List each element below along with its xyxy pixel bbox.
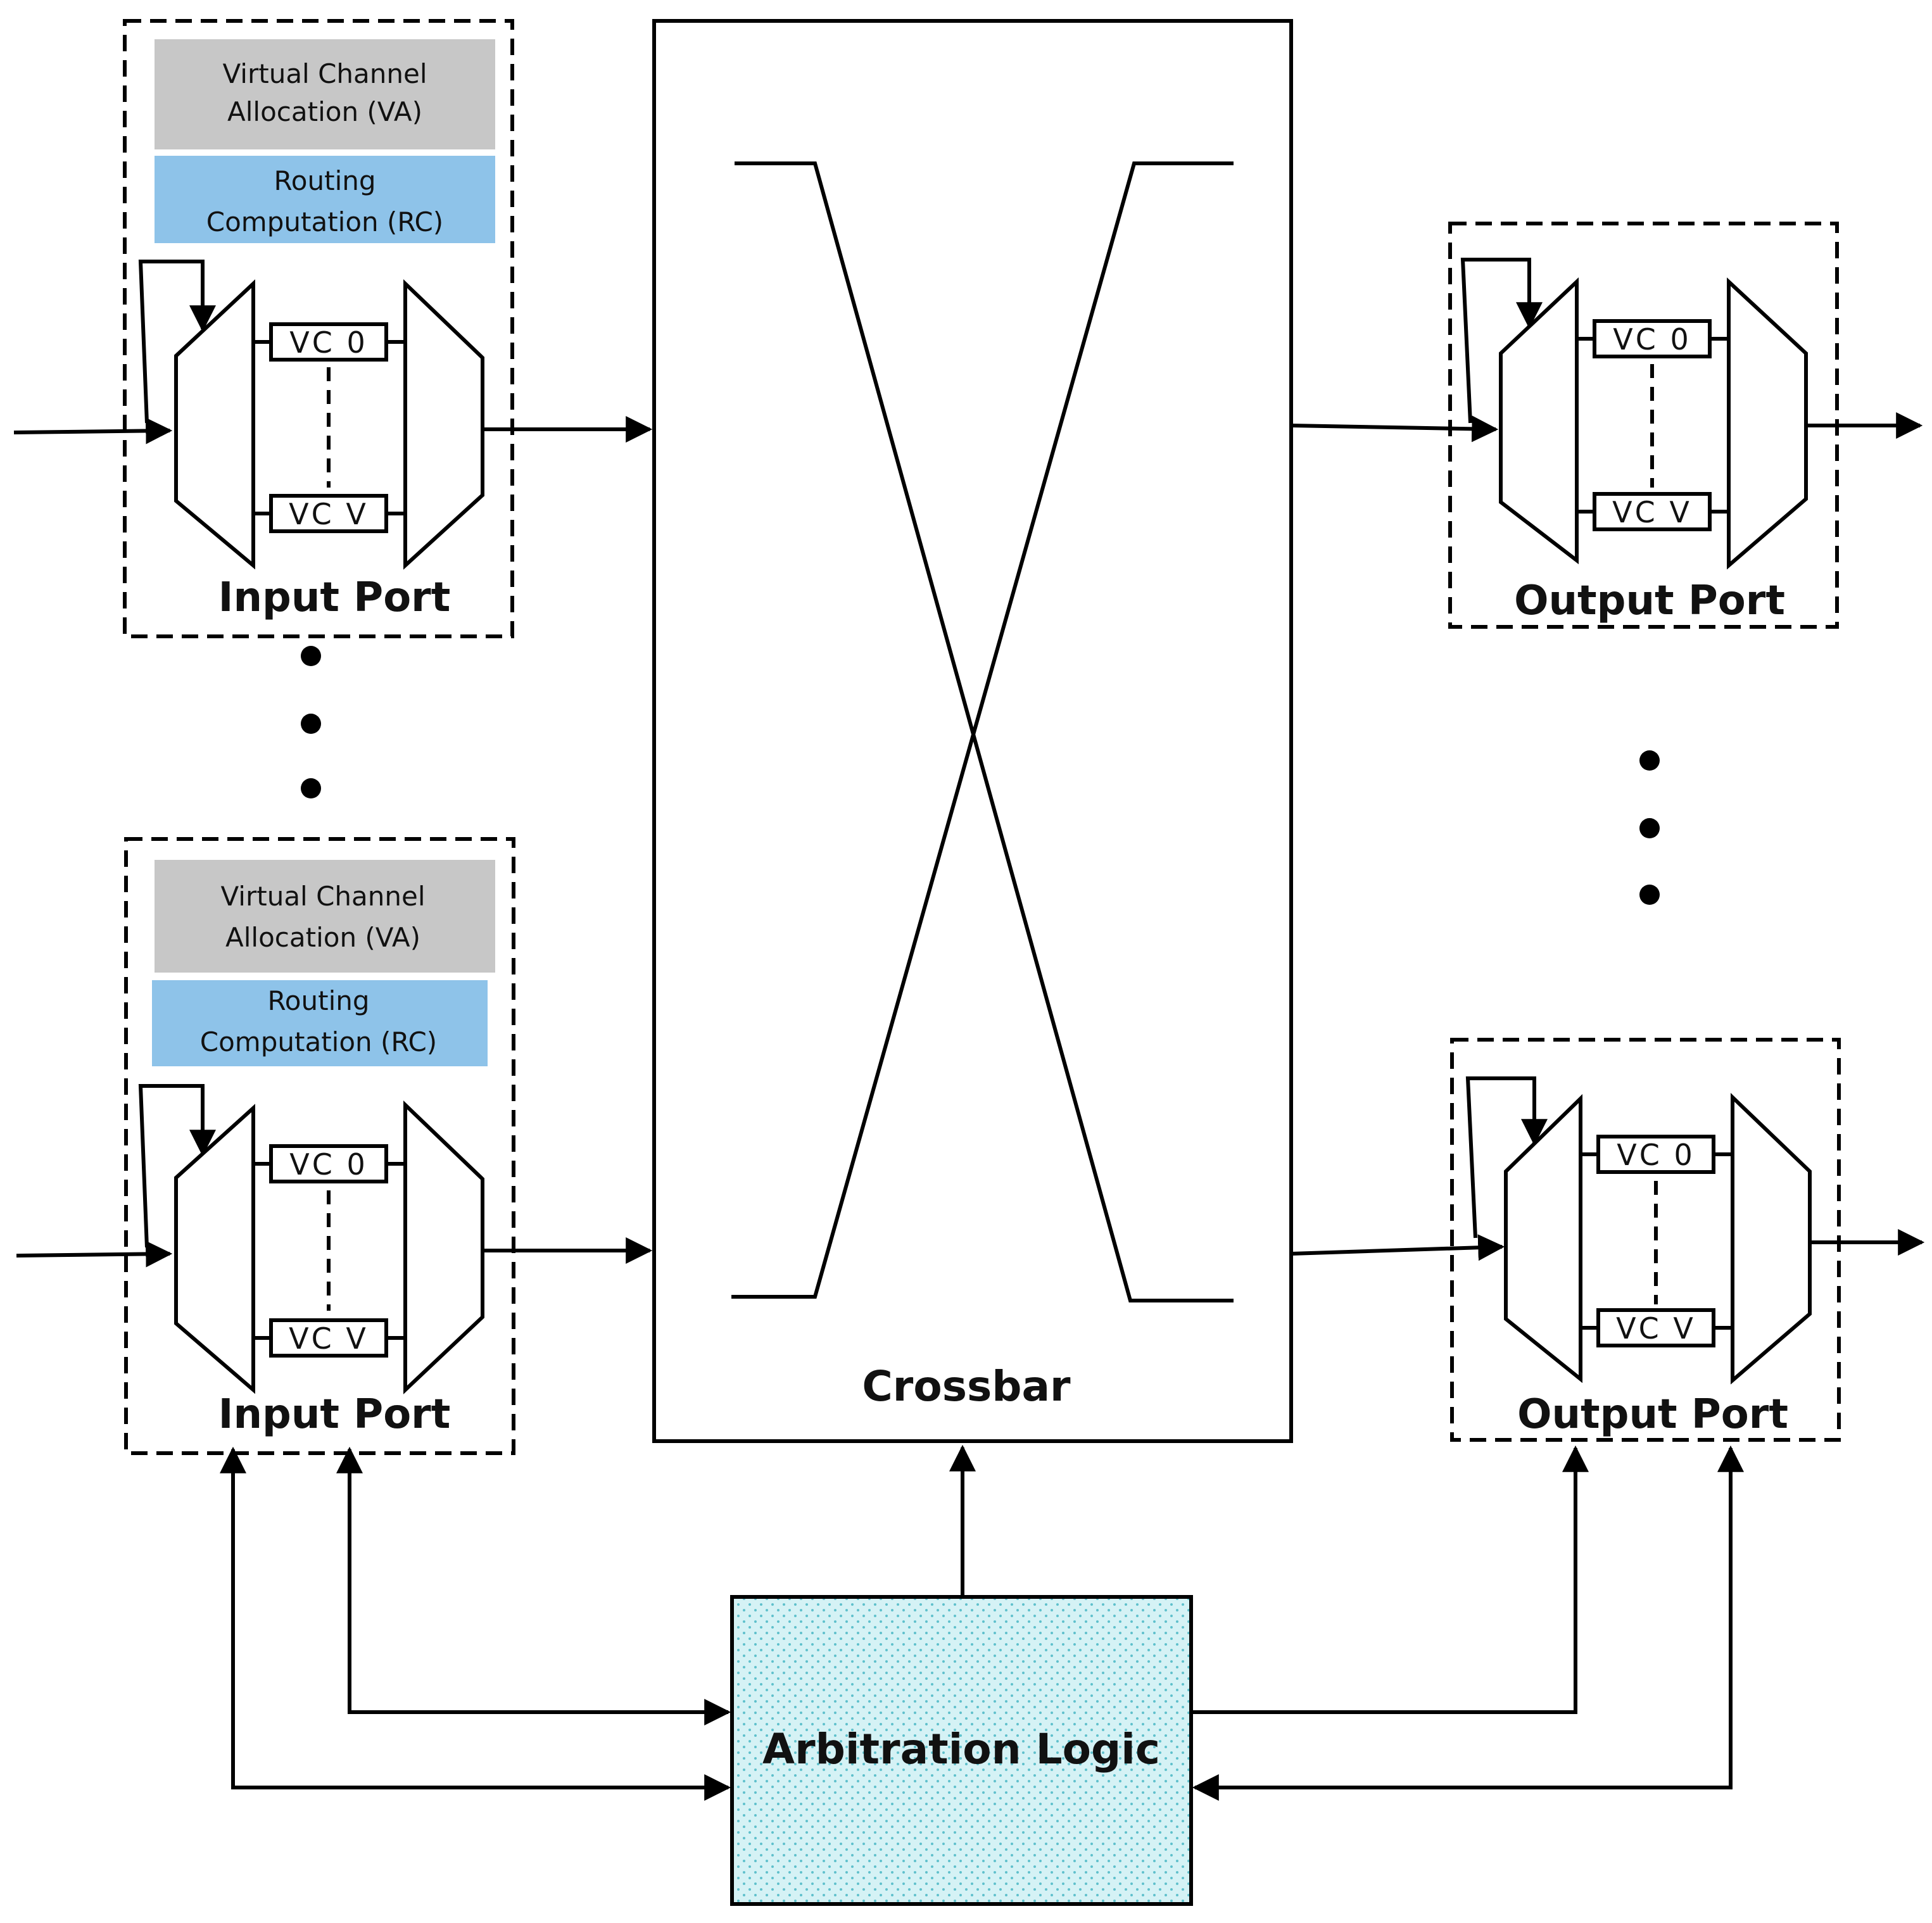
output-ellipsis-dot [1639,750,1660,771]
input-2-arrow [16,1240,173,1268]
rc-box-1 [155,156,495,243]
output-feedback-loop-2 [1465,1076,1548,1239]
output-feedback-loop-1 [1460,258,1543,424]
va-box-1-line2: Allocation (VA) [227,96,422,127]
vc-v-buffer-2 [269,1318,388,1358]
arbitration-logic: Arbitration Logic [730,1595,1193,1906]
demux-2 [174,1104,255,1394]
feedback-loop-1 [138,260,216,424]
output-port-2-frame [1450,1038,1841,1442]
output-vc-v-label-2: VC V [1616,1311,1696,1346]
vc-0-label-2: VC 0 [289,1147,367,1182]
output-demux-1 [1499,277,1579,565]
output-mux-1 [1727,277,1808,570]
input-port-1-frame [123,19,514,638]
input-port-1-title: Input Port [218,574,451,621]
va-box-2-line1: Virtual Channel [220,881,425,912]
input-port-2: Virtual Channel Allocation (VA) Routing … [124,837,515,1455]
vc-v-buffer-1 [269,494,388,533]
rc-box-2-line2: Computation (RC) [200,1026,437,1057]
arbitration-title: Arbitration Logic [762,1725,1160,1774]
mux-2 [403,1100,484,1394]
output-vc-v-buffer-1 [1593,492,1712,531]
output-mux-2 [1731,1092,1812,1385]
input-port-2-title: Input Port [218,1391,451,1438]
input-ellipsis-dot [301,714,321,734]
output-port-2-title: Output Port [1517,1391,1788,1438]
va-box-2 [155,860,495,973]
input-port-1: Virtual Channel Allocation (VA) Routing … [123,19,514,638]
demux-1 [174,279,255,570]
arbitration-link-input-a [336,1446,731,1725]
output-ellipsis-dot [1639,885,1660,905]
arbitration-link-output-a [1191,1445,1589,1714]
output-ellipsis-dot [1639,818,1660,838]
arbitration-box [730,1595,1193,1906]
input-ellipsis-dot [301,778,321,798]
arbitration-link-input-b [220,1446,731,1801]
crossbar-title: Crossbar [862,1362,1071,1411]
crossbar-to-output-2-arrow [1291,1234,1505,1261]
va-box-1 [155,39,495,149]
output-vc-0-buffer-1 [1593,319,1712,358]
output-port-2: VC 0 VC V Output Port [1450,1038,1841,1442]
vc-0-buffer-1 [269,322,388,362]
va-box-2-line2: Allocation (VA) [225,922,420,953]
vc-0-label-1: VC 0 [289,325,367,360]
crossbar: Crossbar [652,19,1293,1443]
output-port-1: VC 0 VC V Output Port [1448,222,1839,629]
mux-1 [403,279,484,570]
rc-box-2 [152,980,488,1066]
rc-box-1-line1: Routing [274,165,376,196]
arbitration-link-output-b [1192,1445,1744,1801]
output-vc-0-label-2: VC 0 [1617,1138,1695,1172]
input-ellipsis-dot [301,646,321,666]
vc-v-label-1: VC V [289,497,369,531]
rc-box-2-line1: Routing [267,985,369,1016]
vc-0-buffer-2 [269,1144,388,1183]
output-port-1-title: Output Port [1514,577,1785,624]
vc-v-label-2: VC V [289,1321,369,1356]
crossbar-to-output-1-arrow [1291,415,1499,443]
output-vc-0-buffer-2 [1596,1135,1715,1174]
output-vc-0-label-1: VC 0 [1613,322,1691,356]
feedback-loop-2 [138,1084,216,1248]
output-vc-v-label-1: VC V [1612,495,1692,529]
rc-box-1-line2: Computation (RC) [206,206,443,237]
input-1-arrow [13,417,173,444]
crossbar-path-b [731,161,1234,1299]
output-demux-2 [1504,1094,1582,1384]
output-vc-v-buffer-2 [1596,1308,1715,1347]
va-box-1-line1: Virtual Channel [222,58,427,89]
